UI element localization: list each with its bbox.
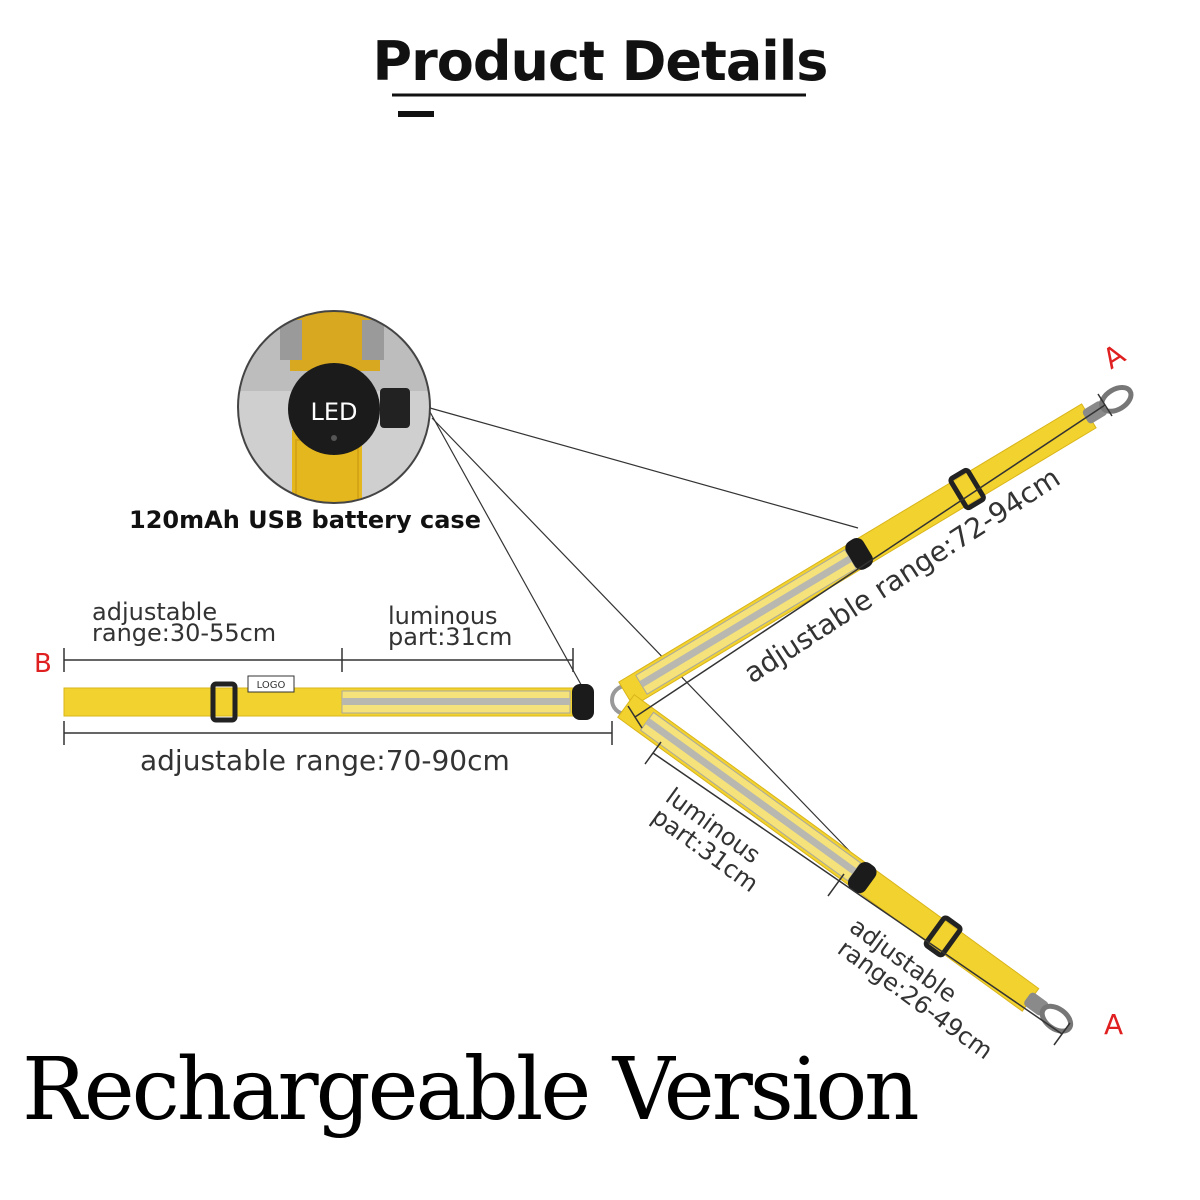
logo-tag [247, 675, 295, 693]
strap-a-upper-led-case [845, 538, 873, 570]
strap-b-reflective-stripe [342, 698, 570, 705]
left-luminous-label-line2: part:31cm [388, 623, 512, 651]
leader-lines [429, 407, 861, 863]
marker-b: B [34, 649, 52, 679]
strap-b-slider-buckle [210, 681, 238, 723]
strap-a-lower-reflective-stripe [645, 718, 857, 875]
strap-b-led-case [572, 684, 594, 720]
leash-a-lower [617, 693, 1074, 1034]
leash-b-segment: LOGO [63, 675, 594, 723]
upper-range-label: adjustable range:72-94cm [738, 461, 1066, 690]
left-adjust-label-line1: adjustable [92, 598, 217, 626]
strap-a-upper-clip [1082, 385, 1134, 424]
left-luminous-label-line1: luminous [388, 602, 498, 630]
led-button [288, 363, 380, 455]
marker-a-top: A [1097, 338, 1131, 376]
battery-caption: 120mAh USB battery case [129, 506, 481, 534]
version-title: Rechargeable Version [22, 1040, 920, 1140]
marker-a-bottom: A [1104, 1008, 1123, 1041]
strap-a-lower-buckle [923, 915, 963, 958]
logo-tag-text: LOGO [257, 680, 286, 691]
leash-a-upper [618, 385, 1134, 707]
left-adjust-label-line2: range:30-55cm [92, 619, 276, 647]
strap-a-lower-led-case [847, 861, 877, 894]
battery-case-inset: LED [237, 310, 431, 504]
page-title: Product Details [372, 30, 829, 93]
dimension-lines [63, 393, 1113, 1046]
strap-a-lower-clip [1024, 992, 1074, 1034]
led-button-label: LED [310, 398, 357, 426]
left-total-range-label: adjustable range:70-90cm [140, 744, 510, 777]
strap-a-upper-reflective-stripe [639, 555, 853, 688]
strap-a-upper-buckle [948, 467, 986, 511]
